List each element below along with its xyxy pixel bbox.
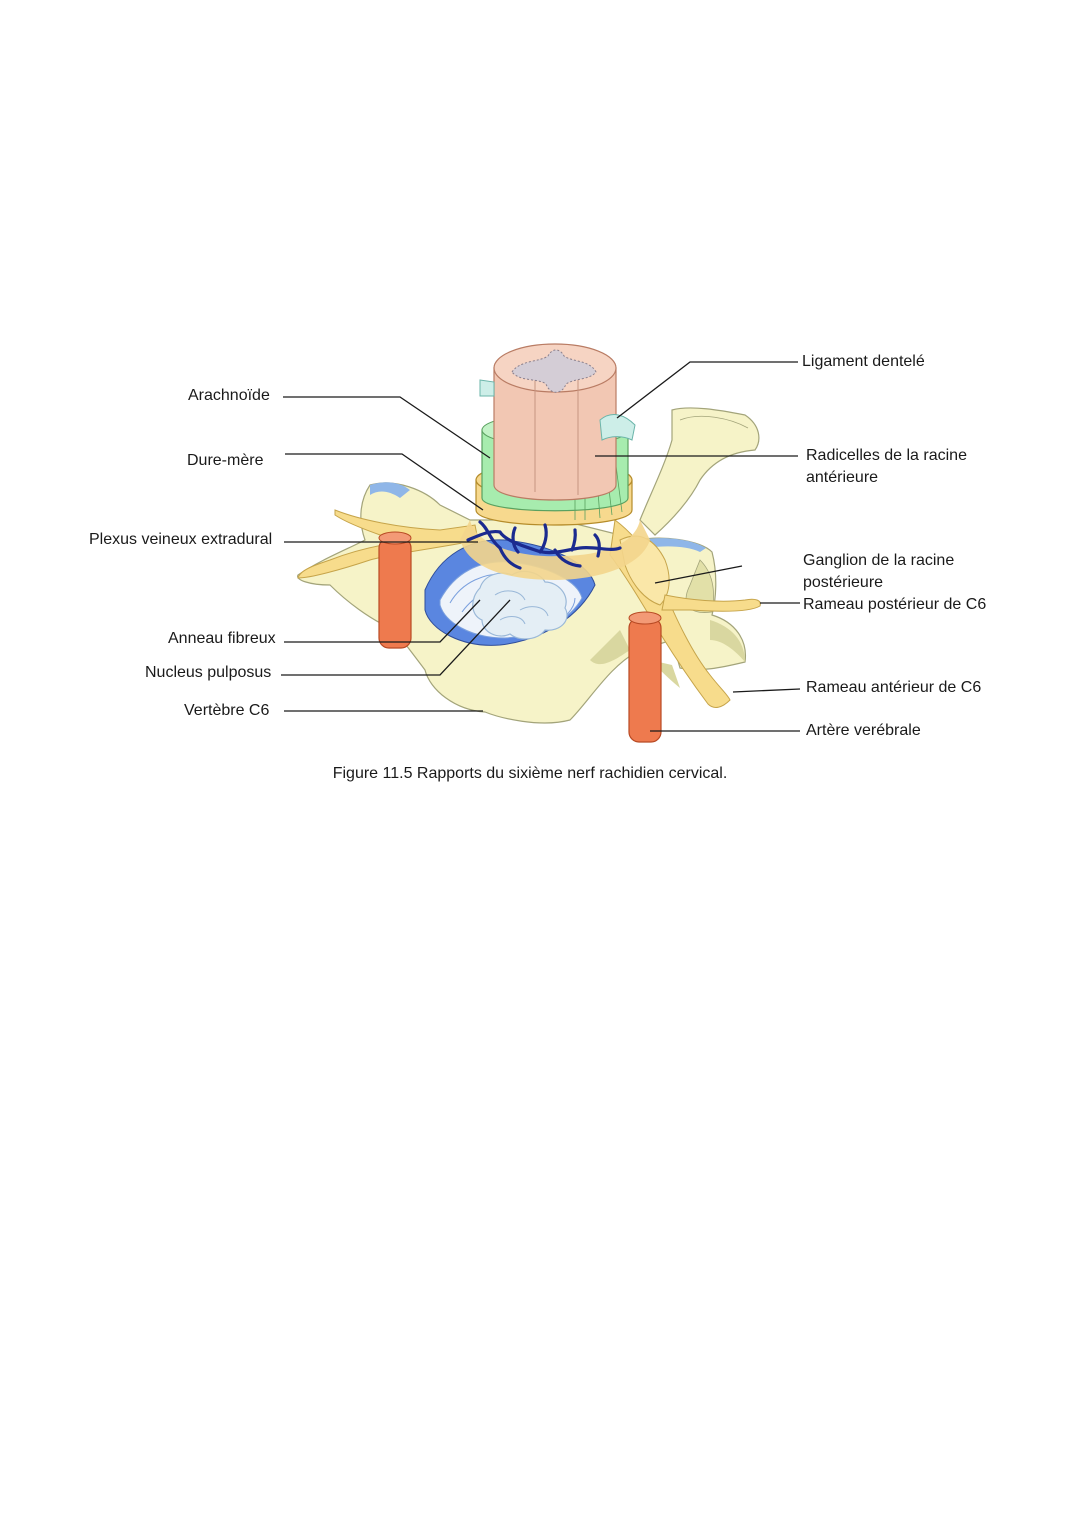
label-radicelles-2: antérieure — [806, 469, 879, 486]
denticulate-ligament — [599, 414, 636, 441]
vertebral-artery-right — [628, 611, 662, 743]
label-rameau-anterieur: Rameau antérieur de C6 — [806, 679, 982, 696]
meninges — [460, 343, 650, 580]
label-vertebre-c6: Vertèbre C6 — [184, 702, 270, 719]
label-ligament: Ligament dentelé — [802, 353, 925, 370]
label-dure-mere: Dure-mère — [187, 452, 264, 469]
gray-matter — [511, 349, 597, 393]
vertebral-artery-left — [378, 531, 412, 649]
label-radicelles-1: Radicelles de la racine — [806, 447, 967, 464]
label-rameau-posterieur: Rameau postérieur de C6 — [803, 596, 987, 613]
spinal-cord — [493, 343, 617, 501]
label-artere: Artère verébrale — [806, 722, 921, 739]
label-ganglion-1: Ganglion de la racine — [803, 552, 955, 569]
label-anneau-fibreux: Anneau fibreux — [168, 630, 276, 647]
label-ganglion-2: postérieure — [803, 574, 884, 591]
leader-lines — [281, 361, 801, 732]
figure-caption: Figure 11.5 Rapports du sixième nerf rac… — [332, 765, 728, 782]
label-arachnoide: Arachnoïde — [188, 387, 270, 404]
venous-plexus — [466, 520, 622, 570]
label-nucleus-pulposus: Nucleus pulposus — [145, 664, 272, 681]
label-plexus: Plexus veineux extradural — [89, 531, 273, 548]
intervertebral-disc — [424, 539, 596, 646]
